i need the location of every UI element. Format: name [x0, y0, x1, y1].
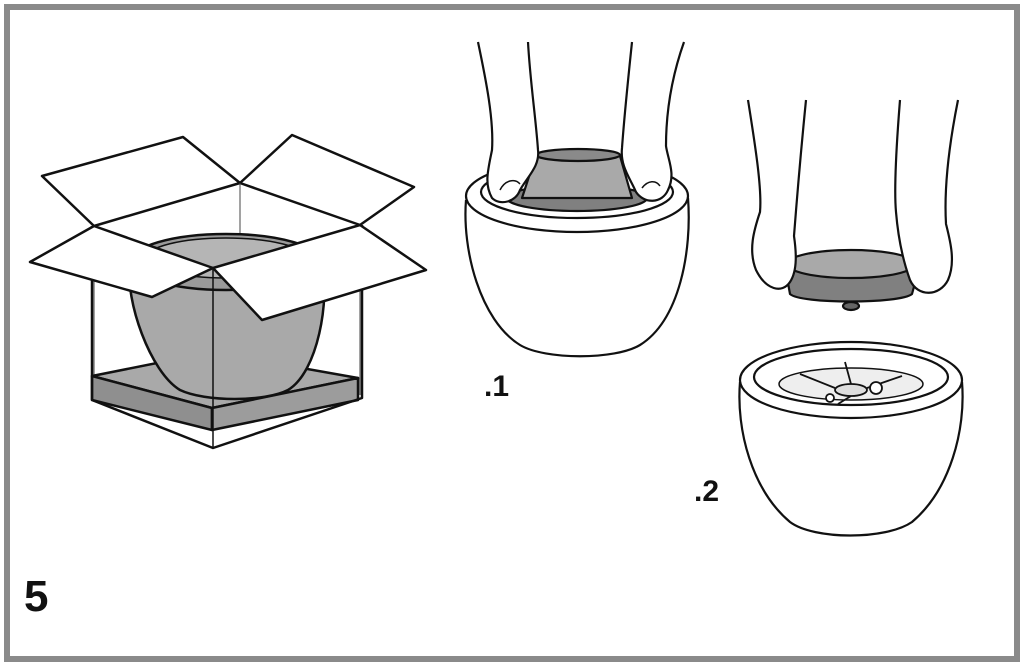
- box-front-right-flap: [211, 223, 428, 322]
- box-back-right-flap: [238, 133, 416, 227]
- box-outline: [90, 225, 364, 450]
- removed-insert-foot: [841, 300, 861, 312]
- pot1-right-arm: [620, 41, 686, 202]
- insert-left-arm: [746, 99, 808, 290]
- removed-insert-top: [785, 248, 917, 280]
- box-front-left-flap: [28, 224, 215, 299]
- insert-right-arm: [894, 99, 960, 294]
- hands-holding-removed-insert: [746, 99, 960, 312]
- hands-lifting-insert-icon: [464, 41, 690, 358]
- pot1-left-arm: [476, 41, 540, 204]
- sub-step-1-label: .1: [484, 370, 510, 403]
- sub-step-2-label: .2: [694, 475, 720, 508]
- pot1-insert-top: [534, 147, 622, 163]
- empty-pot-icon: [738, 340, 964, 537]
- pot2-body: [738, 381, 964, 537]
- open-box-with-pot-icon: [28, 133, 428, 450]
- box-back-left-flap: [40, 135, 242, 228]
- step-number: 5: [24, 572, 49, 621]
- pot1-body: [464, 197, 690, 358]
- pot2-support-spider: [799, 361, 903, 405]
